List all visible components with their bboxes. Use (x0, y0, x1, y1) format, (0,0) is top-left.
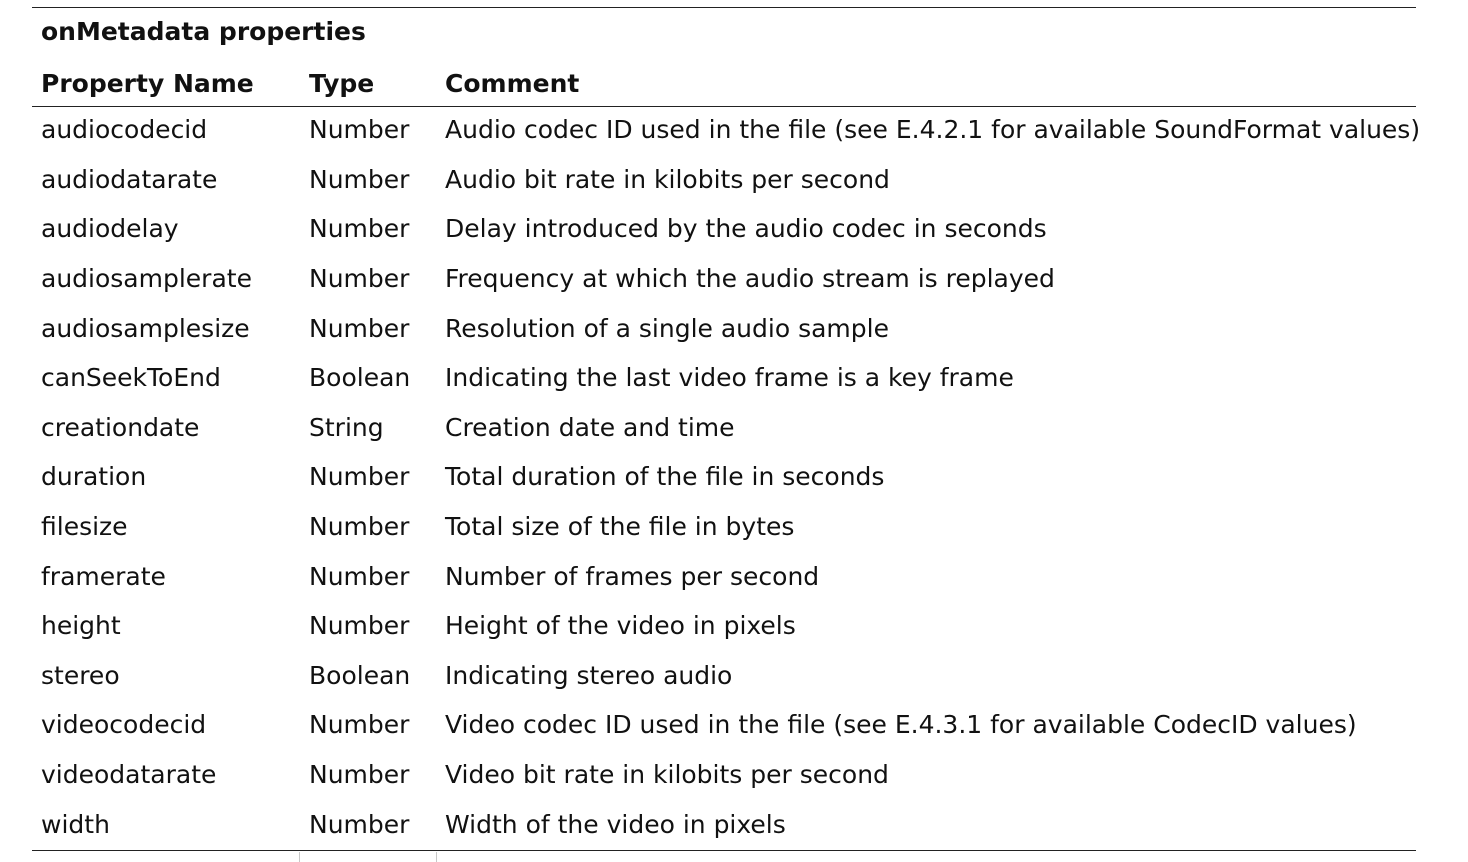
property-name-cell: width (41, 809, 110, 839)
table-row: creationdate String Creation date and ti… (32, 403, 1420, 453)
property-type-cell: Number (309, 264, 410, 294)
property-type-cell: Number (309, 710, 410, 740)
property-comment-cell: Delay introduced by the audio codec in s… (445, 214, 1047, 244)
onmetadata-properties-table: Property Name Type Comment audiocodecid … (32, 61, 1420, 849)
property-type-cell: Number (309, 512, 410, 542)
property-comment-cell: Audio bit rate in kilobits per second (445, 164, 890, 194)
property-name-cell: audiodelay (41, 214, 179, 244)
table-bottom-rule (32, 850, 1416, 851)
property-name-cell: height (41, 611, 121, 641)
property-comment-cell: Width of the video in pixels (445, 809, 786, 839)
property-name-cell: videodatarate (41, 760, 217, 790)
property-comment-cell: Indicating the last video frame is a key… (445, 363, 1014, 393)
property-name-cell: framerate (41, 561, 166, 591)
property-type-cell: Number (309, 115, 410, 145)
table-row: canSeekToEnd Boolean Indicating the last… (32, 353, 1420, 403)
property-type-cell: Number (309, 809, 410, 839)
table-caption: onMetadata properties (41, 17, 366, 46)
table-row: audiodatarate Number Audio bit rate in k… (32, 155, 1420, 205)
property-name-cell: duration (41, 462, 147, 492)
property-comment-cell: Video bit rate in kilobits per second (445, 760, 889, 790)
property-comment-cell: Total size of the file in bytes (445, 512, 795, 542)
property-name-cell: videocodecid (41, 710, 207, 740)
property-name-cell: audiocodecid (41, 115, 208, 145)
table-row: audiocodecid Number Audio codec ID used … (32, 105, 1420, 155)
table-header: Property Name Type Comment (32, 61, 1420, 105)
table-top-rule (32, 7, 1416, 8)
property-type-cell: Number (309, 462, 410, 492)
column-header-comment: Comment (445, 68, 580, 98)
property-type-cell: Boolean (309, 363, 411, 393)
property-name-cell: audiosamplerate (41, 264, 252, 294)
table-row: audiosamplesize Number Resolution of a s… (32, 303, 1420, 353)
property-comment-cell: Total duration of the file in seconds (445, 462, 885, 492)
table-row: framerate Number Number of frames per se… (32, 551, 1420, 601)
table-row: width Number Width of the video in pixel… (32, 799, 1420, 849)
column-header-property-name: Property Name (41, 68, 254, 98)
table-row: height Number Height of the video in pix… (32, 601, 1420, 651)
property-type-cell: String (309, 412, 384, 442)
header-bottom-rule (32, 106, 1416, 107)
property-type-cell: Number (309, 561, 410, 591)
property-type-cell: Number (309, 214, 410, 244)
table-body: audiocodecid Number Audio codec ID used … (32, 105, 1420, 849)
property-comment-cell: Resolution of a single audio sample (445, 313, 889, 343)
table-row: videodatarate Number Video bit rate in k… (32, 750, 1420, 800)
property-type-cell: Number (309, 313, 410, 343)
property-name-cell: creationdate (41, 412, 200, 442)
property-comment-cell: Frequency at which the audio stream is r… (445, 264, 1055, 294)
property-comment-cell: Audio codec ID used in the file (see E.4… (445, 115, 1421, 145)
column-divider (436, 852, 437, 862)
property-name-cell: canSeekToEnd (41, 363, 221, 393)
table-row: filesize Number Total size of the file i… (32, 502, 1420, 552)
property-type-cell: Number (309, 760, 410, 790)
property-type-cell: Boolean (309, 660, 411, 690)
property-name-cell: audiodatarate (41, 164, 218, 194)
property-comment-cell: Height of the video in pixels (445, 611, 796, 641)
table-row: audiodelay Number Delay introduced by th… (32, 204, 1420, 254)
table-row: stereo Boolean Indicating stereo audio (32, 651, 1420, 701)
property-name-cell: filesize (41, 512, 128, 542)
table-row: audiosamplerate Number Frequency at whic… (32, 254, 1420, 304)
property-comment-cell: Number of frames per second (445, 561, 820, 591)
column-header-type: Type (309, 68, 375, 98)
property-comment-cell: Indicating stereo audio (445, 660, 733, 690)
property-type-cell: Number (309, 164, 410, 194)
property-comment-cell: Video codec ID used in the file (see E.4… (445, 710, 1357, 740)
property-comment-cell: Creation date and time (445, 412, 735, 442)
table-row: videocodecid Number Video codec ID used … (32, 700, 1420, 750)
property-name-cell: stereo (41, 660, 120, 690)
column-divider (299, 852, 300, 862)
table-row: duration Number Total duration of the fi… (32, 452, 1420, 502)
property-type-cell: Number (309, 611, 410, 641)
table-header-row: Property Name Type Comment (32, 61, 1420, 105)
property-name-cell: audiosamplesize (41, 313, 250, 343)
